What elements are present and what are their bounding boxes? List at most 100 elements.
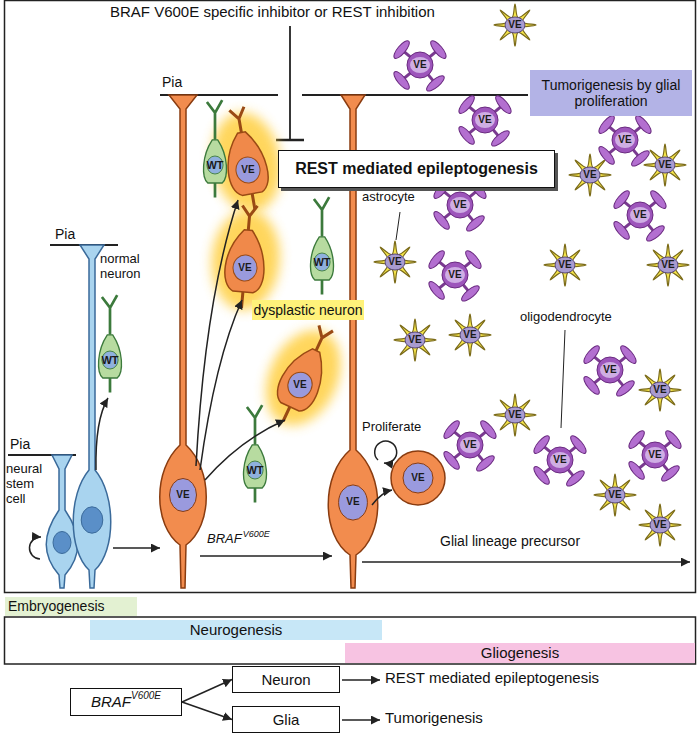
cell-type-box: Glia (232, 706, 340, 733)
genotype-mark: VE (658, 159, 671, 171)
oligodendrocyte-cell (391, 39, 448, 94)
genotype-mark: VE (388, 256, 401, 268)
genotype-mark: VE (583, 169, 596, 181)
arrow (113, 547, 160, 549)
arrow (200, 300, 242, 470)
process-box: REST mediated epileptogenesis (278, 150, 555, 188)
caption-text: BRAF V600E specific inhibitor or REST in… (110, 3, 435, 20)
astrocyte-cell (594, 474, 636, 516)
genotype-mark: VE (413, 59, 426, 71)
genotype-mark: VE (478, 114, 491, 126)
astrocyte-cell (544, 244, 586, 286)
genotype-mark: VE (508, 19, 521, 31)
highlight-label: dysplastic neuron (252, 300, 364, 320)
genotype-mark: WT (206, 159, 223, 172)
node-text: Neurogenesis (190, 621, 283, 638)
cell-label: neural stem cell (6, 462, 50, 507)
node-text: V600E (131, 690, 161, 702)
loop-arrow (29, 537, 41, 559)
arrow (196, 200, 238, 466)
arrow (362, 561, 690, 563)
genotype-mark: VE (346, 496, 359, 508)
genotype-mark: VE (633, 209, 646, 221)
node-text: Neuron (261, 671, 310, 688)
genotype-mark: VE (411, 472, 424, 484)
genotype-mark: VE (603, 364, 616, 376)
cell-label: Glial lineage precursor (440, 533, 580, 549)
genotype-mark: VE (618, 134, 631, 146)
genotype-mark: VE (293, 379, 306, 391)
node-text: BRAF (91, 693, 131, 710)
cell-type-box: Neuron (232, 666, 340, 693)
leader-line (396, 212, 400, 240)
genotype-mark: VE (453, 199, 466, 211)
normal-neuron (311, 197, 334, 294)
astrocyte-cell (639, 369, 681, 411)
timeline-frame (5, 617, 696, 664)
node-text: Embryogenesis (8, 598, 105, 614)
genotype-mark: VE (508, 409, 521, 421)
radial-glia (73, 245, 111, 588)
node-text: REST mediated epileptogenesis (295, 160, 538, 178)
node-text: Gliogenesis (481, 644, 559, 661)
genotype-mark: VE (558, 259, 571, 271)
genotype-mark: VE (463, 329, 476, 341)
genotype-mark: VE (653, 519, 666, 531)
pia-line (302, 94, 528, 96)
dysplastic-neuron (218, 105, 274, 213)
arrow (200, 555, 332, 557)
astrocyte-cell (647, 244, 689, 286)
genotype-mark: WT (246, 464, 263, 477)
genotype-mark: VE (553, 454, 566, 466)
cell-label: astrocyte (362, 190, 415, 205)
dysplastic-neuron (222, 204, 270, 310)
pia-label: Pia (10, 436, 30, 452)
oligodendrocyte-cell (596, 114, 653, 169)
node-text: Tumorigenesis by glial proliferation (536, 77, 686, 109)
panel-frame (5, 1, 696, 593)
arrow (342, 679, 380, 681)
genotype-mark: VE (463, 439, 476, 451)
outcome-label: Tumorigenesis (385, 709, 483, 726)
timeline-bar: Embryogenesis (5, 597, 137, 616)
genotype-mark: VE (408, 334, 421, 346)
oligodendrocyte-cell (611, 189, 668, 244)
timeline-bar: Gliogenesis (345, 643, 695, 663)
dysplastic-glow (207, 207, 283, 313)
dysplastic-glow (251, 318, 355, 437)
genotype-mark: WT (101, 354, 118, 367)
cell-label: oligodendrocyte (520, 310, 612, 325)
oligodendrocyte-cell (626, 429, 683, 484)
astrocyte-cell (644, 144, 686, 186)
astrocyte-cell (639, 504, 681, 546)
oligodendrocyte-cell (426, 249, 483, 304)
oligodendrocyte-cell (531, 434, 588, 489)
timeline-bar: Neurogenesis (90, 620, 382, 640)
genotype-mark: VE (241, 164, 254, 176)
leader-line (561, 330, 565, 428)
astrocyte-cell (569, 154, 611, 196)
outcome-label: REST mediated epileptogenesis (385, 669, 599, 686)
dysplastic-glow (204, 107, 288, 217)
genotype-mark: VE (448, 269, 461, 281)
pia-label: Pia (162, 74, 182, 90)
connector-arrow (182, 680, 232, 703)
astrocyte-cell (494, 4, 536, 46)
arrow (342, 719, 380, 721)
gene-box: BRAFV600E (70, 688, 182, 716)
genotype-mark: VE (653, 384, 666, 396)
node-text: Glia (273, 711, 300, 728)
gene-label: BRAF (207, 532, 242, 547)
genotype-mark: WT (313, 256, 330, 269)
normal-neuron (244, 405, 267, 502)
oligodendrocyte-cell (441, 419, 498, 474)
process-label: Proliferate (362, 420, 421, 435)
oligodendrocyte-cell (581, 344, 638, 399)
radial-glia-mutant (160, 95, 207, 588)
normal-neuron (99, 295, 122, 392)
tumor-box: Tumorigenesis by glial proliferation (530, 70, 692, 116)
inhibition-bar (276, 139, 304, 142)
genotype-mark: VE (238, 262, 251, 274)
genotype-mark: VE (648, 449, 661, 461)
astrocyte-cell (374, 241, 416, 283)
